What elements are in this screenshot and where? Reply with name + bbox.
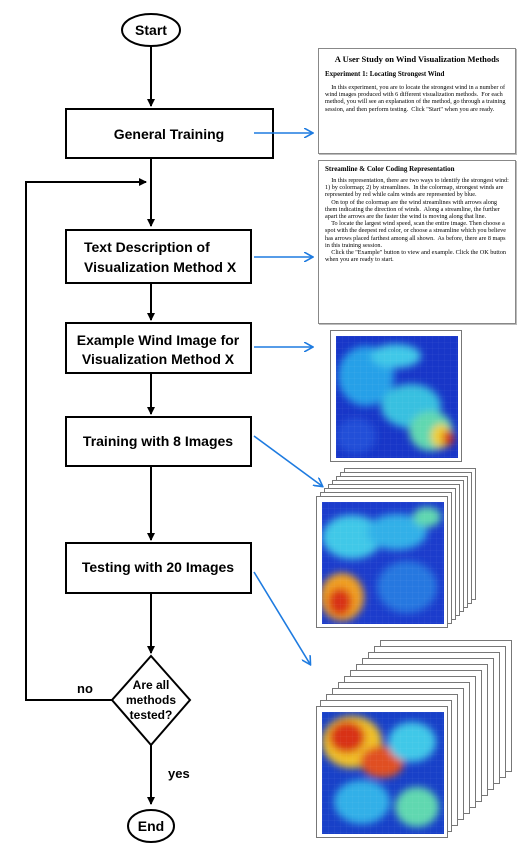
yes-label: yes bbox=[168, 766, 190, 781]
method-panel: Streamline & Color Coding Representation… bbox=[318, 160, 516, 324]
image-frame bbox=[316, 496, 448, 628]
general-training-label: General Training bbox=[114, 126, 224, 142]
wind-colormap-image bbox=[336, 336, 458, 458]
decision-line1: Are all bbox=[133, 678, 170, 692]
decision-line2: methods bbox=[126, 693, 176, 707]
intro-panel-body: In this experiment, you are to locate th… bbox=[325, 84, 507, 113]
method-panel-title: Streamline & Color Coding Representation bbox=[325, 165, 455, 173]
example-wind-image bbox=[330, 330, 470, 470]
text-description-line1: Text Description of bbox=[84, 239, 210, 255]
intro-panel-subtitle: Experiment 1: Locating Strongest Wind bbox=[325, 70, 445, 78]
image-frame bbox=[316, 706, 448, 838]
method-panel-body: In this representation, there are two wa… bbox=[325, 177, 509, 264]
text-description-box: Text Description of Visualization Method… bbox=[65, 229, 252, 284]
blue-arrow-4 bbox=[253, 435, 322, 486]
training-box: Training with 8 Images bbox=[65, 416, 252, 467]
wind-colormap-image bbox=[322, 712, 444, 834]
intro-panel-title: A User Study on Wind Visualization Metho… bbox=[334, 54, 500, 64]
intro-panel: A User Study on Wind Visualization Metho… bbox=[318, 48, 516, 154]
image-frame bbox=[330, 330, 462, 462]
text-description-line2: Visualization Method X bbox=[84, 259, 237, 275]
example-image-line1: Example Wind Image for bbox=[77, 332, 240, 348]
end-node: End bbox=[127, 809, 175, 843]
start-node: Start bbox=[121, 13, 181, 47]
testing-image-stack bbox=[316, 640, 516, 845]
blue-arrow-5 bbox=[253, 571, 310, 664]
decision-diamond: Are all methods tested? bbox=[110, 654, 192, 747]
no-label: no bbox=[77, 681, 93, 696]
loop-back-arrow bbox=[25, 178, 147, 701]
training-label: Training with 8 Images bbox=[83, 433, 233, 449]
testing-box: Testing with 20 Images bbox=[65, 542, 252, 594]
testing-label: Testing with 20 Images bbox=[82, 559, 234, 575]
end-label: End bbox=[138, 818, 164, 834]
start-label: Start bbox=[135, 22, 167, 38]
general-training-box: General Training bbox=[65, 108, 274, 159]
example-image-line2: Visualization Method X bbox=[82, 351, 235, 367]
wind-colormap-image bbox=[322, 502, 444, 624]
example-image-box: Example Wind Image for Visualization Met… bbox=[65, 322, 252, 374]
decision-line3: tested? bbox=[130, 708, 173, 722]
training-image-stack bbox=[316, 468, 516, 638]
